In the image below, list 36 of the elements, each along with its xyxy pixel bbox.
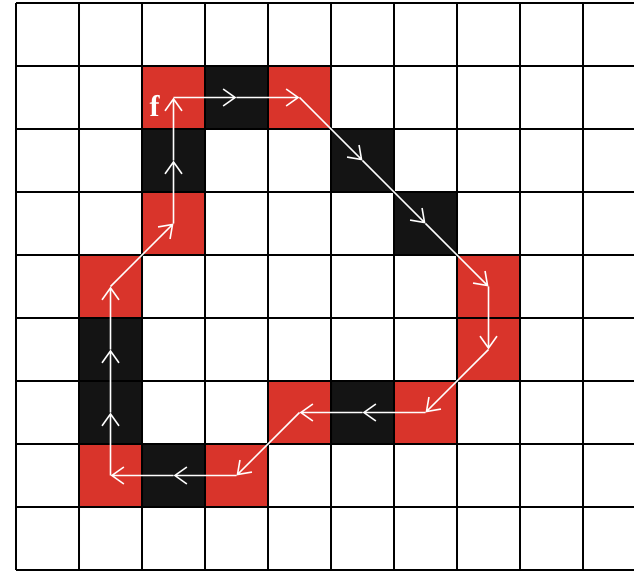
pixel-cell	[204, 443, 269, 508]
pixel-cell	[141, 443, 206, 508]
arrow	[164, 160, 183, 224]
pixel-cell: f	[141, 65, 206, 130]
arrow	[110, 466, 174, 485]
arrow	[479, 286, 498, 350]
pixel-cell	[393, 380, 458, 445]
arrow	[164, 98, 183, 160]
arrow	[298, 96, 362, 160]
pixel-cell	[78, 380, 143, 445]
pixel-cell	[393, 191, 458, 256]
pixel-cell	[267, 65, 332, 130]
arrow	[300, 403, 362, 422]
arrow	[424, 222, 488, 286]
arrow	[174, 466, 236, 485]
pixel-cell	[204, 65, 269, 130]
arrow	[101, 350, 120, 412]
pixel-cell	[141, 191, 206, 256]
arrow	[236, 88, 300, 107]
pixel-cell	[78, 317, 143, 382]
arrow	[362, 160, 426, 224]
pixel-cell	[78, 443, 143, 508]
arrow	[101, 286, 120, 350]
arrow	[426, 348, 490, 412]
arrow	[174, 88, 236, 107]
arrow	[362, 403, 426, 422]
pixel-cell	[456, 254, 521, 319]
arrow	[236, 412, 300, 476]
arrow	[101, 412, 120, 476]
pixel-cell	[267, 380, 332, 445]
pixel-cell	[141, 128, 206, 193]
pixel-cell	[456, 317, 521, 382]
arrow	[110, 224, 174, 288]
pixel-cell	[330, 380, 395, 445]
pixel-cell	[330, 128, 395, 193]
pixel-cell	[78, 254, 143, 319]
